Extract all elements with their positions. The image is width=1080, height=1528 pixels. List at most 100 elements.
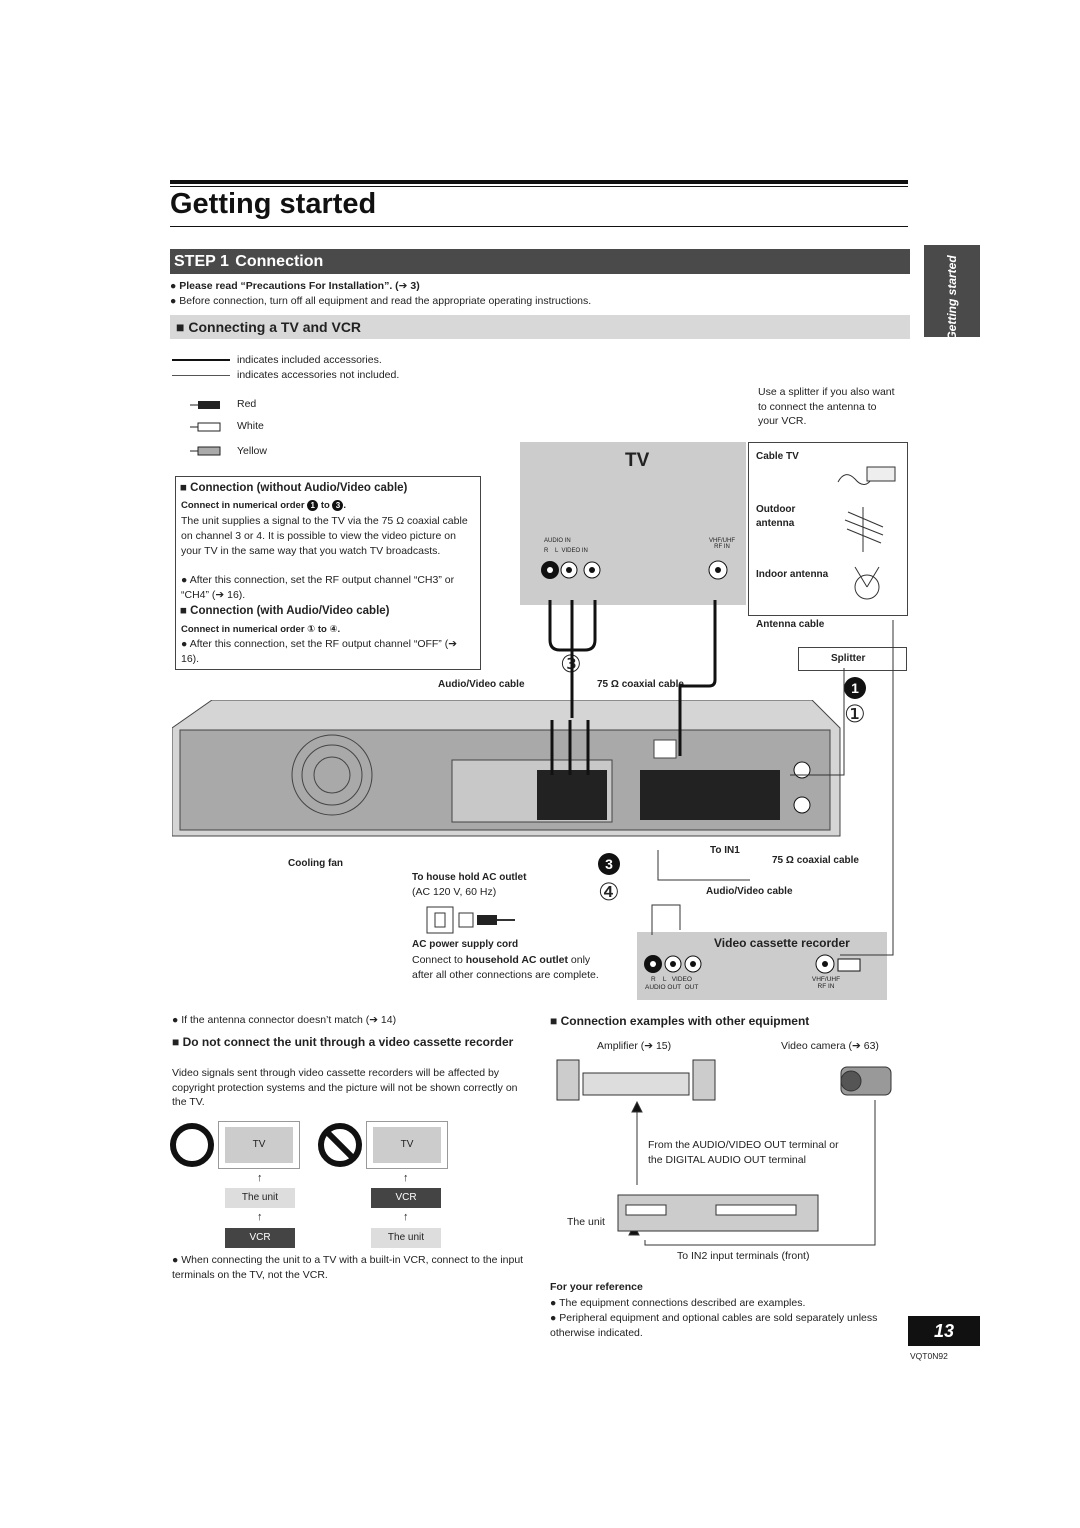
vcr-out-label: AUDIO OUT OUT xyxy=(645,984,699,991)
vcr-rf-label: VHF/UHF RF IN xyxy=(811,976,841,990)
ac-spec: (AC 120 V, 60 Hz) xyxy=(412,886,497,898)
reference-b1: ● The equipment connections described ar… xyxy=(550,1297,806,1309)
ok-tv: TV xyxy=(218,1121,300,1169)
reference-title: For your reference xyxy=(550,1281,643,1293)
connect-note: Connect to household AC outlet only xyxy=(412,953,590,968)
page-title: Getting started xyxy=(170,188,377,220)
connect-to: Connect to xyxy=(412,954,463,966)
model-code: VQT0N92 xyxy=(910,1351,948,1361)
side-tab-label: Getting started xyxy=(945,255,959,341)
prohibited-icon xyxy=(318,1123,362,1167)
dont-title: ■ Do not connect the unit through a vide… xyxy=(172,1035,514,1049)
legend-yellow: Yellow xyxy=(237,445,267,457)
step-filled-1-num: 1 xyxy=(844,676,866,699)
reference-b1-text: The equipment connections described are … xyxy=(559,1297,806,1309)
ok-arrow-2: ↑ xyxy=(257,1211,263,1223)
amplifier-icon xyxy=(556,1059,716,1101)
antenna-mismatch: ● If the antenna connector doesn’t match… xyxy=(172,1014,397,1026)
legend-red: Red xyxy=(237,398,257,410)
vcr-audio-label: R L VIDEO xyxy=(651,976,692,983)
connect-only: only xyxy=(570,954,591,966)
legend-not-included: indicates accessories not included. xyxy=(237,369,400,381)
example-unit-label: The unit xyxy=(567,1216,605,1228)
unit-back-panel xyxy=(172,700,841,837)
ok-vcr: VCR xyxy=(225,1228,295,1248)
builtin-vcr-note: ● When connecting the unit to a TV with … xyxy=(172,1254,524,1281)
legend-included: indicates included accessories. xyxy=(237,354,382,366)
ok-arrow-1: ↑ xyxy=(257,1172,263,1184)
examples-title-text: Connection examples with other equipment xyxy=(560,1014,810,1028)
coax-cable-label: 75 Ω coaxial cable xyxy=(597,679,684,690)
bad-vcr: VCR xyxy=(371,1188,441,1208)
vcr-label: Video cassette recorder xyxy=(714,936,850,950)
cables-drawing xyxy=(548,600,894,956)
side-tab: Getting started xyxy=(924,245,980,341)
section-title: Connecting a TV and VCR xyxy=(188,319,362,335)
order1: Connect in numerical order 1 to 3. xyxy=(181,499,347,511)
info-h2: ■ Connection (with Audio/Video cable) xyxy=(180,605,390,617)
bad-arrow-2: ↑ xyxy=(403,1211,409,1223)
from-terminal-note: From the AUDIO/VIDEO OUT terminal or the… xyxy=(648,1139,839,1166)
legend-notincluded-line xyxy=(172,375,230,376)
tv-panel: TV AUDIO IN R L VIDEO IN VHF/UHF RF IN xyxy=(520,442,746,605)
vcr-jacks xyxy=(644,954,861,974)
order1-text: Connect in numerical order xyxy=(181,500,305,511)
vcr-panel: Video cassette recorder R L VIDEO AUDIO … xyxy=(637,932,887,1000)
before-note: ● Before connection, turn off all equipm… xyxy=(170,295,592,307)
step-bar: STEP 1 Connection xyxy=(170,249,910,274)
ok-unit: The unit xyxy=(225,1188,295,1208)
step-filled-3-num: 3 xyxy=(598,852,620,875)
order1-to: to xyxy=(320,500,330,511)
to-in2-label: To IN2 input terminals (front) xyxy=(677,1250,810,1262)
before-text: Before connection, turn off all equipmen… xyxy=(179,295,592,307)
precaution-note: ● Please read “Precautions For Installat… xyxy=(170,280,420,292)
title-underline xyxy=(170,226,908,227)
indoor-antenna-label: Indoor antenna xyxy=(756,569,829,580)
info-p1: The unit supplies a signal to the TV via… xyxy=(181,515,468,557)
household-ac: household AC outlet xyxy=(465,954,568,966)
antenna-icons xyxy=(837,466,896,600)
antenna-cable-label: Antenna cable xyxy=(756,619,825,630)
precaution-text: Please read “Precautions For Installatio… xyxy=(179,280,420,292)
amplifier-label: Amplifier (➔ 15) xyxy=(597,1040,672,1052)
reference-b2-text: Peripheral equipment and optional cables… xyxy=(550,1312,878,1339)
to-in1-label: To IN1 xyxy=(710,845,740,856)
dont-text: Video signals sent through video cassett… xyxy=(172,1067,518,1108)
coax-cable-2-label: 75 Ω coaxial cable xyxy=(772,855,859,866)
ok-tv-label: TV xyxy=(225,1127,293,1163)
info-h1: ■ Connection (without Audio/Video cable) xyxy=(180,482,408,494)
info-b1-text: After this connection, set the RF output… xyxy=(181,574,455,601)
tv-rf-in: VHF/UHF RF IN xyxy=(709,538,735,550)
legend-included-line xyxy=(172,359,230,361)
ok-circle-icon xyxy=(170,1123,214,1167)
bad-arrow-1: ↑ xyxy=(403,1172,409,1184)
tv-rl-video-in: R L VIDEO IN xyxy=(544,548,588,554)
splitter-label: Splitter xyxy=(831,653,866,664)
video-camera-icon xyxy=(840,1066,892,1096)
cooling-fan-label: Cooling fan xyxy=(288,858,343,869)
camera-label: Video camera (➔ 63) xyxy=(781,1040,879,1052)
examples-title: ■ Connection examples with other equipme… xyxy=(550,1014,810,1028)
plug-legend-icons xyxy=(190,401,221,456)
after-all-note: after all other connections are complete… xyxy=(412,969,599,981)
power-cord-label: AC power supply cord xyxy=(412,939,519,950)
dont-title-text: Do not connect the unit through a video … xyxy=(182,1035,514,1049)
step-filled-3: 3 xyxy=(598,852,620,875)
ac-outlet-label: To house hold AC outlet xyxy=(412,872,527,883)
info-b2-text: After this connection, set the RF output… xyxy=(181,638,458,665)
reference-b2: ● Peripheral equipment and optional cabl… xyxy=(550,1312,878,1339)
bad-tv-label: TV xyxy=(373,1127,441,1163)
tv-label: TV xyxy=(625,450,650,471)
order2: Connect in numerical order ① to ④. xyxy=(181,624,341,635)
step-filled-1: 1 xyxy=(844,676,866,699)
antenna-box: Cable TV Outdoor antenna Indoor antenna xyxy=(748,442,908,616)
info-b2: ● After this connection, set the RF outp… xyxy=(181,638,458,665)
step-name: Connection xyxy=(235,253,324,270)
connection-info-box: ■ Connection (without Audio/Video cable)… xyxy=(175,476,481,670)
info-b1: ● After this connection, set the RF outp… xyxy=(181,574,455,601)
antenna-mismatch-text: If the antenna connector doesn’t match (… xyxy=(181,1014,397,1026)
bad-tv: TV xyxy=(366,1121,448,1169)
section-bar: ■ Connecting a TV and VCR xyxy=(170,315,910,339)
av-cable-label: Audio/Video cable xyxy=(438,679,525,690)
bad-unit: The unit xyxy=(371,1228,441,1248)
